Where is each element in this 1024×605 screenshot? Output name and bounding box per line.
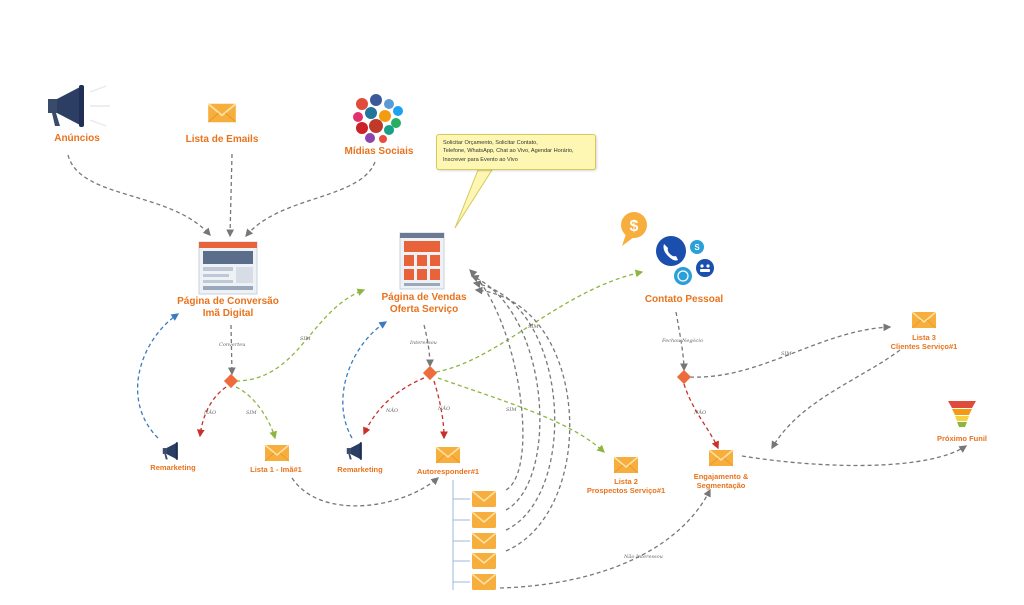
node-pagina-vendas: Página de Vendas Oferta Serviço [364, 292, 484, 316]
dollar-bubble-icon: $ [621, 212, 647, 246]
node-midias-sociais: Mídias Sociais [344, 146, 414, 157]
callout-note: Solicitar Orçamento, Solicitar Contato, … [436, 134, 596, 170]
node-lista-3: Lista 3 Clientes Serviço#1 [876, 333, 972, 351]
remarketing-megaphone-icon-1 [162, 442, 178, 460]
edge-remarketing1-conversao [136, 313, 180, 439]
edge-decision3-engajamento [683, 383, 719, 450]
edge-label-nao: NÃO [694, 410, 707, 416]
node-remarketing-2: Remarketing [337, 465, 383, 474]
edge-label-nao: NÃO [438, 406, 451, 412]
edge-lista3-engajamento [771, 349, 901, 450]
envelope-icon-lista1 [264, 444, 290, 462]
node-lista-emails: Lista de Emails [185, 134, 259, 145]
envelope-icon-lista2 [613, 456, 639, 474]
decision-interessou [422, 365, 438, 381]
callout-line: Telefone, WhatsApp, Chat ao Vivo, Agenda… [443, 148, 574, 155]
callout-pointer [454, 169, 493, 229]
node-pagina-vendas-line1: Página de Vendas [381, 292, 467, 303]
edge-remarketing2-vendas [342, 321, 388, 439]
funnel-icon [948, 401, 976, 427]
edge-lista1-autoresponder [291, 477, 439, 507]
node-lista-3-line2: Clientes Serviço#1 [890, 342, 958, 351]
envelope-icon [207, 102, 237, 124]
phone-icon: S [656, 236, 714, 285]
edge-decision2-lista2 [437, 377, 605, 453]
callout-line: Inscrever para Evento ao Vivo [443, 156, 518, 163]
megaphone-lines [89, 85, 110, 127]
megaphone-icon [48, 85, 84, 127]
edge-label-sim: SIM [300, 336, 311, 342]
edge-midias-conversao [245, 161, 376, 237]
node-lista-3-line1: Lista 3 [912, 333, 936, 342]
envelope-icon-sequence-4 [471, 552, 497, 570]
edge-label-fechou-negocio: Fechou Negócio [662, 338, 703, 344]
envelope-icon-engajamento [708, 449, 734, 467]
envelope-icon-sequence-3 [471, 532, 497, 550]
edge-label-nao-interessou: Não Interessou [624, 554, 663, 560]
edge-conversao-decision1 [227, 324, 236, 376]
decision-fechou-negocio [676, 369, 692, 385]
envelope-icon-sequence-1 [471, 490, 497, 508]
edge-vendas-decision2 [423, 324, 434, 368]
node-engajamento-line2: Segmentação [696, 481, 746, 490]
social-media-cluster-icon [353, 94, 403, 143]
node-pagina-conversao-line1: Página de Conversão [177, 296, 279, 307]
edge-email1-vendas [469, 269, 524, 491]
edge-email2-vendas [470, 275, 541, 511]
node-lista-2-line1: Lista 2 [614, 477, 638, 486]
edge-engajamento-proximo-funil [741, 445, 968, 467]
edge-email5-engajamento [499, 488, 711, 589]
remarketing-megaphone-icon-2 [346, 442, 362, 460]
node-engajamento: Engajamento & Segmentação [683, 472, 759, 490]
callout-line: Solicitar Orçamento, Solicitar Contato, [443, 140, 538, 146]
autoresponder-timeline [452, 480, 470, 590]
edge-decision1-vendas [235, 288, 366, 382]
edge-label-sim: SIM [781, 351, 792, 357]
edge-label-converteu: Converteu [219, 342, 246, 348]
edge-decision2-remarketing2 [363, 377, 425, 436]
edge-decision1-remarketing1 [196, 386, 227, 438]
node-remarketing-1: Remarketing [150, 463, 196, 472]
node-anuncios: Anúncios [54, 133, 100, 144]
svg-text:$: $ [630, 218, 639, 235]
edge-email4-vendas [474, 286, 571, 552]
edge-decision2-contato [435, 269, 644, 373]
webpage-icon [198, 241, 258, 295]
edge-label-nao: NÃO [386, 408, 399, 414]
node-contato-pessoal: Contato Pessoal [644, 294, 724, 305]
edges [67, 153, 968, 589]
envelope-icon-lista3 [911, 311, 937, 329]
edge-emails-conversao [226, 153, 235, 238]
edge-label-nao: NÃO [204, 410, 217, 416]
envelope-icon-autoresponder [435, 446, 461, 464]
decision-converteu [223, 373, 239, 389]
node-lista-2-line2: Prospectos Serviço#1 [586, 486, 666, 495]
node-lista-1: Lista 1 - Imã#1 [250, 465, 302, 474]
edge-anuncios-conversao [67, 154, 211, 236]
edge-label-sim: SIM [528, 324, 539, 330]
sales-webpage-icon [399, 232, 445, 290]
node-pagina-conversao-line2: Imã Digital [202, 308, 254, 319]
envelope-icon-sequence-2 [471, 511, 497, 529]
node-autoresponder: Autoresponder#1 [416, 467, 480, 476]
edge-decision2-autoresponder [433, 380, 448, 440]
edge-label-sim: SIM [506, 407, 517, 413]
node-proximo-funil: Próximo Funil [936, 434, 987, 443]
envelope-icon-sequence-5 [471, 573, 497, 591]
edge-label-sim: SIM [246, 410, 257, 416]
node-pagina-conversao: Página de Conversão Imã Digital [168, 296, 288, 320]
node-lista-2: Lista 2 Prospectos Serviço#1 [578, 477, 674, 495]
svg-text:S: S [694, 243, 700, 252]
node-pagina-vendas-line2: Oferta Serviço [389, 304, 459, 315]
edge-label-interessou: Interessou [410, 340, 437, 346]
node-engajamento-line1: Engajamento & [693, 472, 749, 481]
